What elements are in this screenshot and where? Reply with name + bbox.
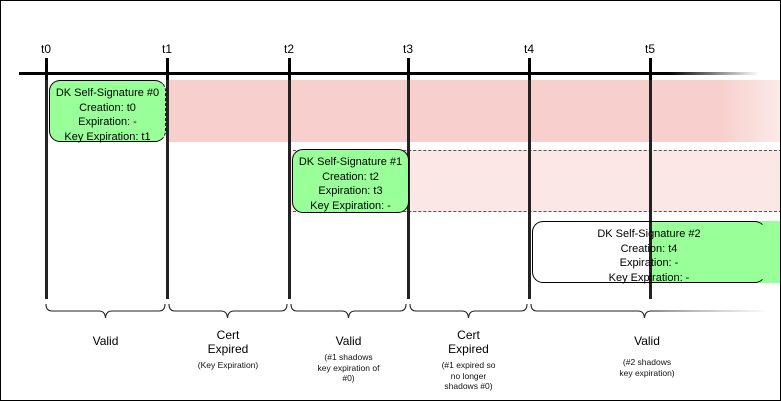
lifeline-t1 (166, 72, 169, 299)
brace-valid-t2-t3 (290, 303, 407, 319)
axis-label-t1: t1 (161, 42, 173, 56)
caption-valid-t4-end-note-line2: key expiration) (619, 367, 675, 378)
signature-1-expiration: Expiration: t3 (318, 185, 383, 197)
caption-cert-expired-t1-t2-note: (Key Expiration) (197, 360, 259, 370)
signature-0-creation: Creation: t0 (79, 101, 136, 114)
validity-band-row-1 (166, 80, 780, 142)
lifeline-t4 (528, 72, 531, 299)
timeline-axis (19, 72, 759, 75)
signature-1-title: DK Self-Signature #1 (298, 156, 403, 168)
caption-cert-expired-t3-t4: Cert Expired (#1 expired so no longer sh… (409, 328, 528, 392)
signature-1-key-expiration: Key Expiration: - (310, 199, 391, 212)
signature-2-title: DK Self-Signature #2 (597, 228, 701, 240)
signature-box-1[interactable]: DK Self-Signature #1 Creation: t2 Expira… (292, 149, 409, 213)
caption-cert-expired-t1-t2-line1: Cert (216, 328, 240, 342)
caption-cert-expired-t1-t2-line2: Expired (207, 342, 249, 356)
axis-label-t5: t5 (644, 42, 656, 56)
axis-tick-t3 (407, 58, 410, 80)
caption-cert-expired-t1-t2: Cert Expired (Key Expiration) (168, 328, 288, 371)
caption-valid-t0-t1: Valid (45, 334, 166, 348)
brace-valid-t0-t1 (45, 303, 166, 319)
brace-cert-expired-t1-t2 (168, 303, 288, 319)
caption-valid-t2-t3-note-line2: key expiration of (317, 362, 380, 373)
lifeline-t0 (45, 72, 48, 299)
caption-cert-expired-t3-t4-line1: Cert (457, 328, 480, 342)
caption-valid-t2-t3: Valid (#1 shadows key expiration of #0) (290, 334, 407, 384)
axis-label-t3: t3 (402, 42, 414, 56)
axis-tick-t0 (45, 58, 48, 80)
signature-box-2[interactable]: DK Self-Signature #2 Creation: t4 Expira… (532, 221, 766, 284)
axis-tick-t4 (528, 58, 531, 80)
axis-label-t4: t4 (523, 42, 535, 56)
caption-valid-t0-t1-label: Valid (92, 334, 119, 348)
signature-2-key-expiration: Key Expiration: - (608, 271, 690, 284)
axis-tick-t2 (288, 58, 291, 80)
axis-label-t2: t2 (283, 42, 295, 56)
signature-2-creation: Creation: t4 (620, 242, 678, 255)
caption-valid-t2-t3-label: Valid (335, 334, 362, 348)
signature-box-0[interactable]: DK Self-Signature #0 Creation: t0 Expira… (49, 80, 166, 143)
caption-valid-t4-end: Valid (#2 shadows key expiration) (530, 334, 764, 378)
caption-cert-expired-t3-t4-note-line3: shadows #0) (444, 381, 493, 391)
caption-cert-expired-t3-t4-note-line2: no longer (450, 370, 487, 381)
caption-valid-t2-t3-note-line1: (#1 shadows (324, 352, 373, 362)
caption-valid-t2-t3-note-line3: #0) (342, 373, 355, 383)
lifeline-t2 (288, 72, 291, 299)
caption-valid-t4-end-label: Valid (634, 334, 660, 348)
caption-valid-t4-end-note-line1: (#2 shadows (622, 357, 672, 367)
brace-cert-expired-t3-t4 (409, 303, 528, 319)
signature-0-expiration: Expiration: - (78, 116, 137, 128)
axis-tick-t1 (166, 58, 169, 80)
caption-cert-expired-t3-t4-note-line1: (#1 expired so (441, 360, 496, 370)
signature-2-expiration: Expiration: - (619, 257, 679, 269)
axis-tick-t5 (649, 58, 652, 80)
signature-0-key-expiration: Key Expiration: t1 (64, 130, 151, 143)
brace-valid-t4-end (530, 303, 770, 319)
signature-1-creation: Creation: t2 (322, 170, 379, 183)
caption-cert-expired-t3-t4-line2: Expired (448, 342, 489, 356)
signature-0-title: DK Self-Signature #0 (55, 87, 160, 99)
axis-label-t0: t0 (40, 42, 52, 56)
lifeline-t5 (649, 72, 652, 299)
